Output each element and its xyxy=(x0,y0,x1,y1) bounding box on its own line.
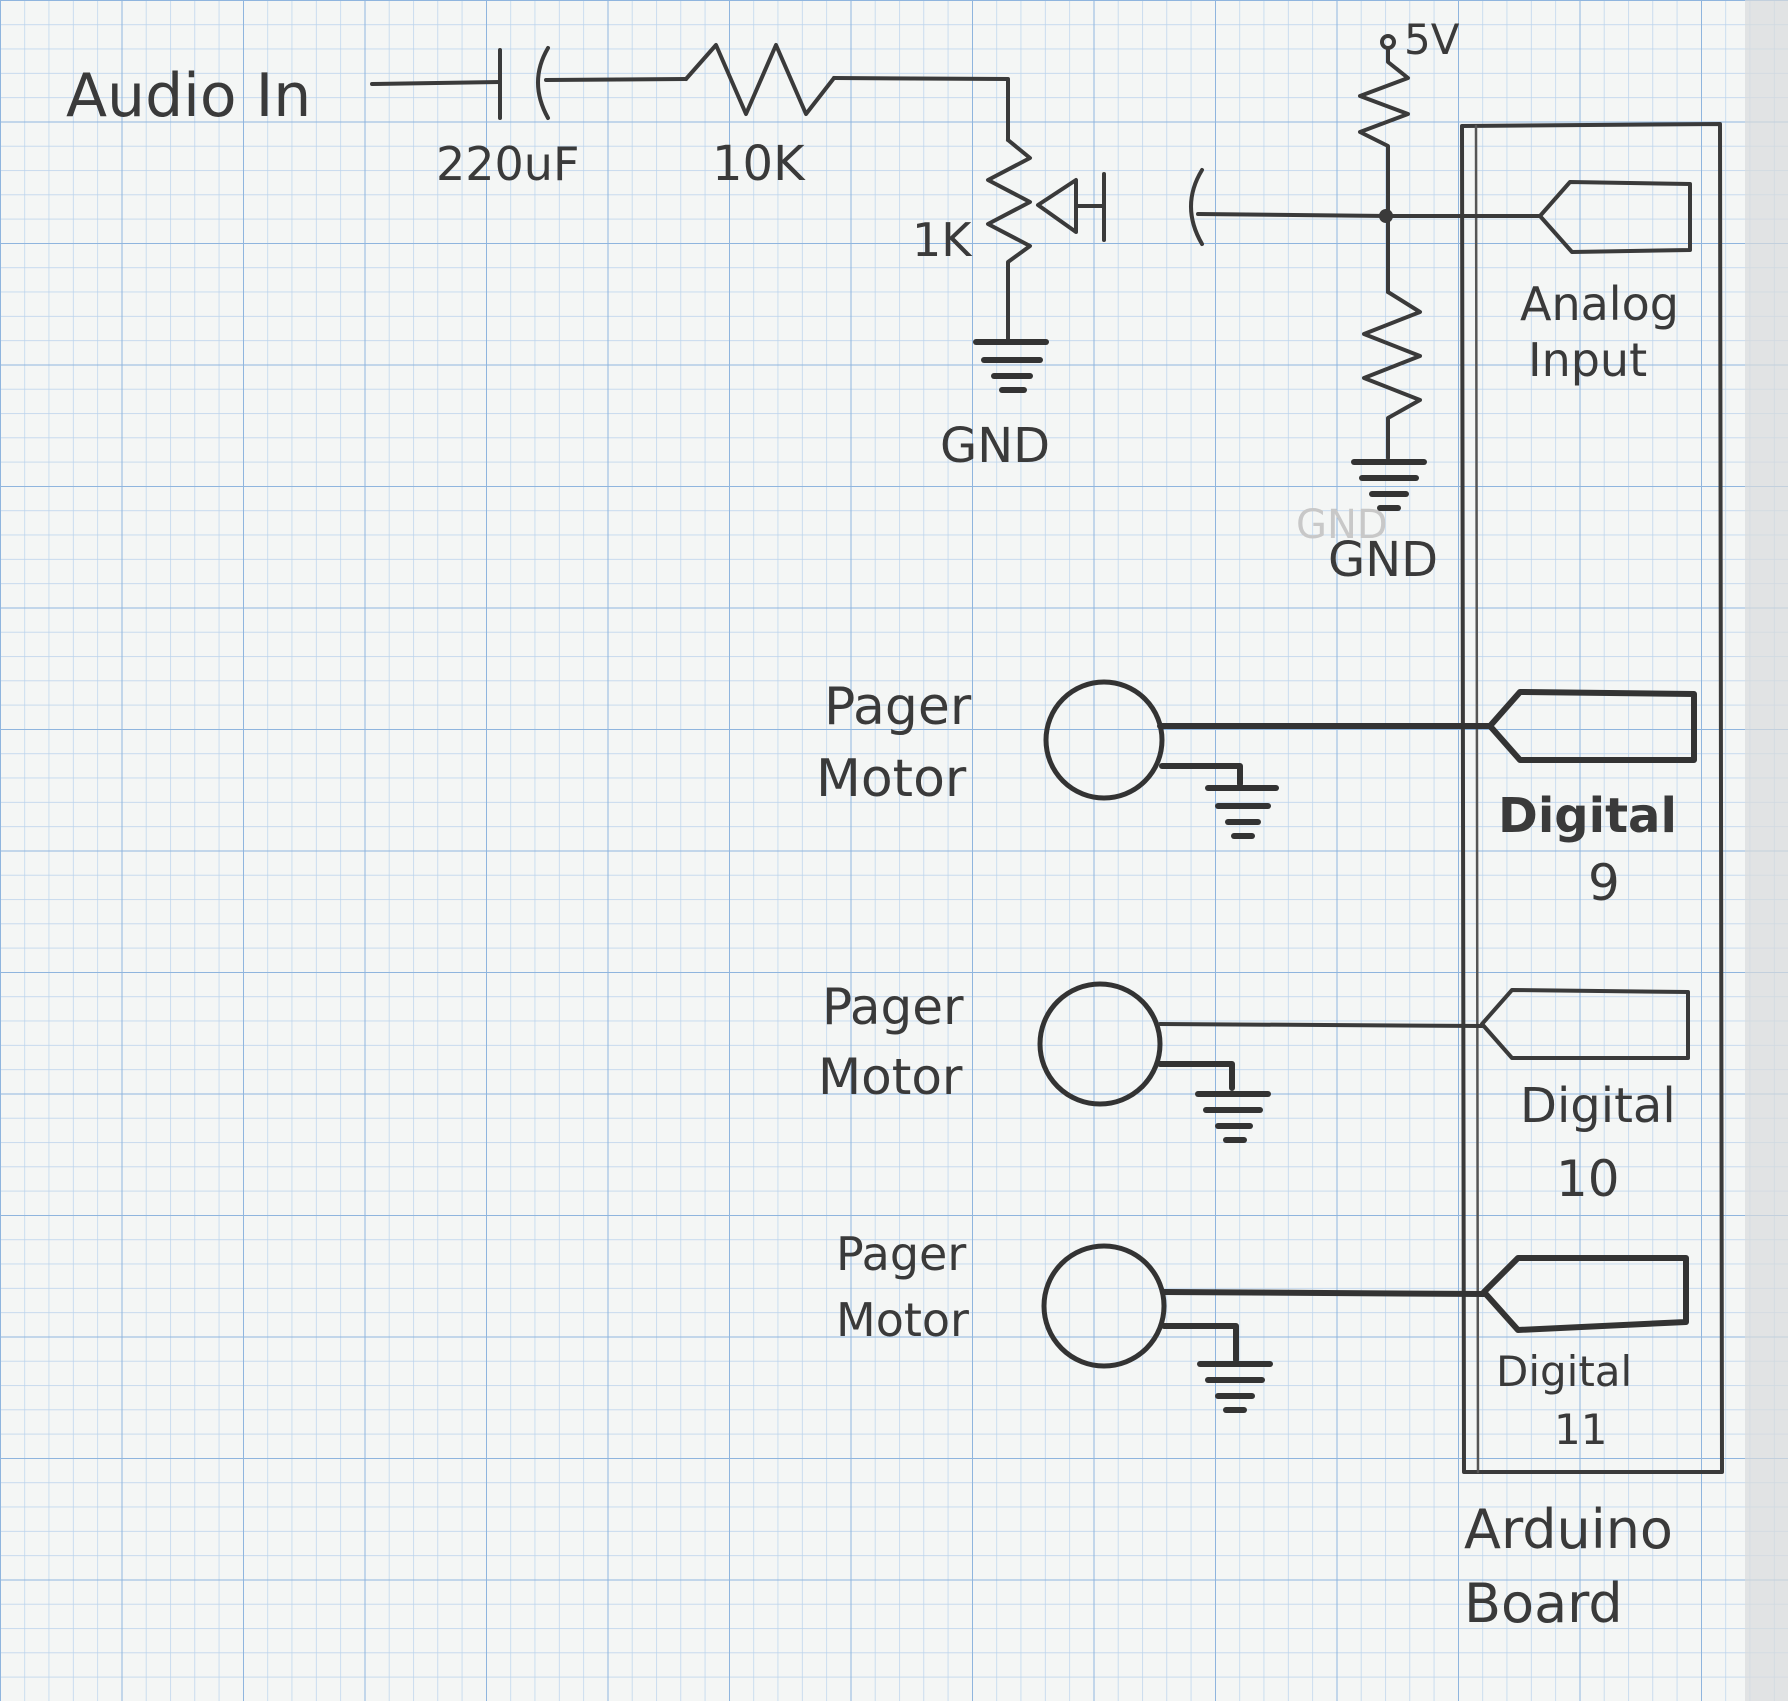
arduino-board xyxy=(1386,122,1724,1474)
label-analog-input-line1: Analog xyxy=(1520,277,1679,331)
label-motor3-line1: Pager xyxy=(836,1227,966,1281)
motor-3-ground-wire xyxy=(1161,1323,1239,1363)
label-gnd-left: GND xyxy=(940,418,1050,474)
label-analog-input-line2: Input xyxy=(1528,333,1647,387)
cap-to-resistor-wire xyxy=(544,77,688,82)
audio-in-wire xyxy=(370,80,502,86)
bias-resistor-bottom xyxy=(1362,290,1422,460)
motor-2-ground-symbol xyxy=(1195,1091,1271,1143)
motor-1-ground-symbol xyxy=(1205,785,1279,839)
pager-motor-2 xyxy=(1037,981,1484,1143)
coupling-capacitor xyxy=(1102,168,1204,246)
cap-to-analog-wire xyxy=(1196,212,1390,218)
motor-3-ground-symbol xyxy=(1197,1361,1273,1413)
label-pot-1k: 1K xyxy=(912,213,973,267)
label-supply-5v: 5V xyxy=(1404,15,1460,64)
label-digital11-line1: Digital xyxy=(1496,1347,1632,1396)
motor-3-circle xyxy=(1041,1243,1167,1369)
motor-3-signal-wire xyxy=(1161,1289,1487,1297)
pager-motor-1 xyxy=(1043,679,1493,839)
input-capacitor xyxy=(498,46,550,120)
potentiometer-1k xyxy=(986,138,1032,342)
label-digital9-line2: 9 xyxy=(1588,854,1620,912)
label-gnd-right: GND xyxy=(1328,532,1438,588)
label-audio-in: Audio In xyxy=(66,61,311,131)
audio-input-chain xyxy=(370,43,1390,393)
motor-2-ground-wire xyxy=(1157,1061,1235,1091)
motor-2-signal-wire xyxy=(1158,1022,1484,1028)
label-motor1-line1: Pager xyxy=(824,677,972,737)
label-motor2-line2: Motor xyxy=(818,1048,963,1106)
analog-input-pin xyxy=(1386,180,1692,254)
ground-symbol-right xyxy=(1351,459,1427,511)
board-outline xyxy=(1460,122,1724,1474)
resistor-to-pot-wire xyxy=(832,76,1010,142)
label-resistor-10k: 10K xyxy=(712,136,806,192)
label-board-line1: Arduino xyxy=(1464,1498,1673,1561)
pager-motor-3 xyxy=(1041,1243,1487,1413)
label-digital10-line1: Digital xyxy=(1520,1078,1676,1134)
digital-10-pin xyxy=(1480,988,1690,1060)
label-capacitor-value: 220uF xyxy=(436,137,579,191)
motor-1-ground-wire xyxy=(1159,763,1243,787)
bias-resistor-top xyxy=(1358,46,1410,294)
digital-11-pin xyxy=(1481,1255,1689,1333)
resistor-10k xyxy=(684,43,836,116)
motor-2-circle xyxy=(1037,981,1163,1107)
page-edge-shadow xyxy=(1745,0,1788,1701)
digital-9-pin xyxy=(1487,689,1697,763)
board-inner-edge xyxy=(1474,124,1480,1474)
label-digital10-line2: 10 xyxy=(1556,1150,1620,1208)
motor-1-circle xyxy=(1043,679,1165,801)
label-gnd-erased: GND xyxy=(1296,502,1388,548)
label-board-line2: Board xyxy=(1464,1572,1623,1635)
ground-symbol-left xyxy=(973,339,1049,393)
label-motor3-line2: Motor xyxy=(836,1293,969,1347)
label-motor1-line2: Motor xyxy=(816,749,967,809)
label-digital11-line2: 11 xyxy=(1554,1405,1607,1454)
label-motor2-line1: Pager xyxy=(822,978,964,1036)
label-digital9-line1: Digital xyxy=(1498,788,1677,844)
